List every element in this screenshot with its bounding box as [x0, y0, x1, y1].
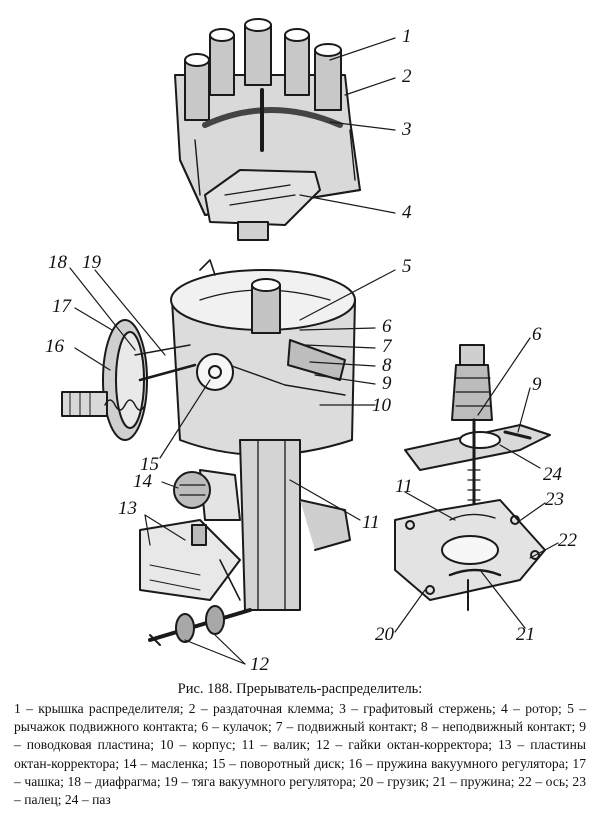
callout-9-right: 9: [532, 374, 542, 395]
callout-13: 13: [118, 498, 137, 519]
callout-6-right: 6: [532, 324, 542, 345]
callout-7: 7: [382, 336, 393, 357]
callout-11-right: 11: [395, 476, 413, 497]
callout-21: 21: [516, 624, 535, 645]
callout-14: 14: [133, 471, 153, 492]
callout-3: 3: [401, 119, 412, 140]
centrifugal-regulator: [394, 344, 551, 611]
callout-23: 23: [545, 489, 564, 510]
callout-24: 24: [543, 464, 563, 485]
distributor-housing: [170, 259, 356, 456]
callout-20: 20: [375, 624, 395, 645]
callout-9: 9: [382, 373, 392, 394]
callout-5: 5: [402, 256, 412, 277]
rotor: [204, 169, 321, 241]
callout-12: 12: [250, 654, 270, 675]
callout-6: 6: [382, 316, 392, 337]
shaft-body: [139, 439, 351, 611]
leader-lines: [69, 37, 559, 665]
octane-corrector-nuts: [148, 605, 252, 646]
vacuum-regulator: [61, 319, 197, 441]
distributor-illustration: 1 2 3 4 5 6 7 8 9 10 11 12 13 14 15 16 1…: [45, 18, 578, 675]
callout-2: 2: [402, 66, 412, 87]
caption-title: Рис. 188. Прерыватель-распределитель:: [177, 681, 423, 697]
callout-8: 8: [382, 355, 392, 376]
callout-18: 18: [48, 252, 68, 273]
callout-10: 10: [372, 395, 392, 416]
callout-4: 4: [402, 202, 412, 223]
distributor-cap: [174, 18, 361, 216]
callout-16: 16: [45, 336, 65, 357]
callout-19: 19: [82, 252, 102, 273]
caption-legend: 1 – крышка распределителя; 2 – раздаточн…: [14, 701, 586, 808]
callout-15: 15: [140, 454, 159, 475]
figure-caption: Рис. 188. Прерыватель-распределитель: 1 …: [14, 680, 586, 818]
callout-11: 11: [362, 512, 380, 533]
callout-1: 1: [402, 26, 412, 47]
callout-17: 17: [52, 296, 73, 317]
callout-22: 22: [558, 530, 578, 551]
